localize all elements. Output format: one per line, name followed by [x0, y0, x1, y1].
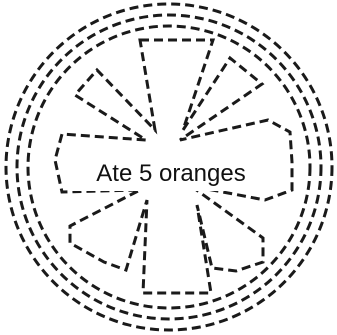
diagram-label: Ate 5 oranges — [96, 160, 245, 187]
